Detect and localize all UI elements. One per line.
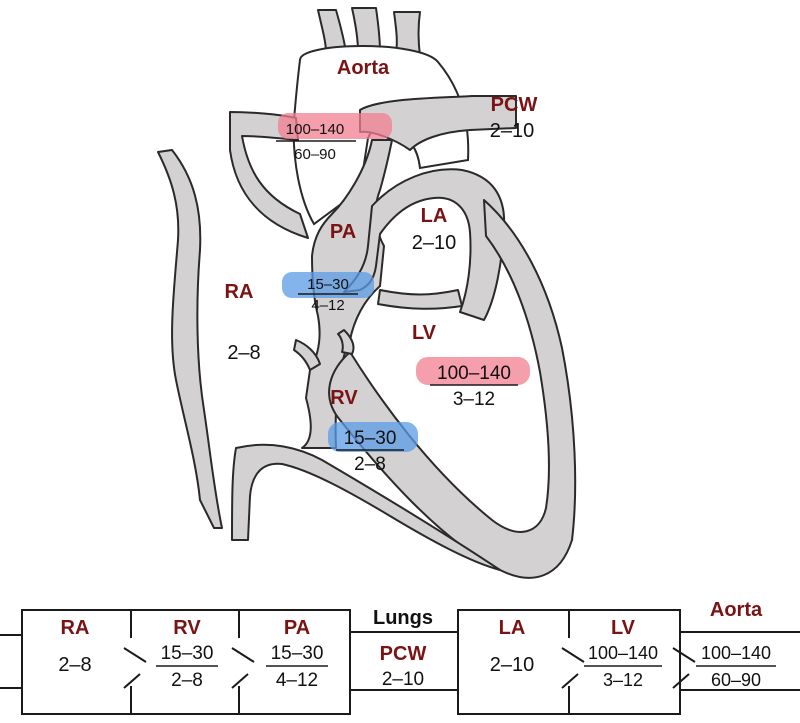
right-atrium-wall	[157, 149, 223, 529]
circuit-la-value: 2–10	[490, 654, 535, 676]
circuit-lv-systolic: 100–140	[588, 643, 658, 663]
aortic-branches	[317, 7, 421, 57]
septal-cusp	[337, 329, 355, 355]
heart-label-rv: RV	[330, 387, 358, 409]
aortic-valve-lower	[672, 673, 690, 689]
aortic-valve-upper	[672, 647, 696, 663]
mitral-valve	[377, 289, 463, 310]
circuit-label-pcw: PCW	[380, 643, 427, 665]
heart-label-aorta: Aorta	[337, 57, 390, 79]
heart-lv-systolic: 100–140	[437, 363, 511, 384]
heart-illustration: Aorta PCW PA LA RA LV RV 100–140 60–90 2…	[157, 7, 577, 579]
circuit-pa-diastolic: 4–12	[276, 670, 318, 691]
heart-rv-systolic: 15–30	[344, 428, 397, 449]
heart-la-value: 2–10	[412, 232, 457, 254]
circuit-label-pa: PA	[284, 617, 310, 639]
mitral-valve-lower	[561, 673, 579, 689]
rv-systolic-highlight	[328, 422, 418, 452]
lv-systolic-highlight	[416, 357, 530, 385]
right-heart-box	[21, 609, 351, 715]
heart-aorta-systolic: 100–140	[286, 121, 344, 138]
tricuspid-valve-lower	[123, 673, 141, 689]
heart-label-lv: LV	[412, 322, 437, 344]
heart-pa-systolic: 15–30	[307, 276, 349, 293]
circuit-ra-value: 2–8	[58, 654, 91, 676]
heart-aorta-diastolic: 60–90	[294, 146, 336, 163]
circuit-label-lv: LV	[611, 617, 636, 639]
pa-systolic-highlight	[282, 272, 374, 298]
heart-pa-diastolic: 4–12	[311, 297, 344, 314]
heart-label-la: LA	[421, 205, 448, 227]
heart-ra-value: 2–8	[227, 342, 260, 364]
heart-label-pcw: PCW	[491, 94, 538, 116]
aorta-systolic-highlight	[278, 113, 392, 139]
heart-label-pa: PA	[330, 221, 356, 243]
left-ventricle-wall	[328, 199, 577, 579]
pressure-highlights	[278, 113, 530, 452]
pulmonic-valve-lower	[231, 673, 249, 689]
circuit-lv-diastolic: 3–12	[603, 670, 643, 690]
circuit-rv-diastolic: 2–8	[171, 670, 203, 691]
circulation-schematic: RA 2–8 RV 15–30 2–8 PA 15–30 4–12 Lungs …	[0, 599, 800, 715]
circuit-aorta-systolic: 100–140	[701, 643, 771, 663]
circuit-label-rv: RV	[173, 617, 201, 639]
tricuspid-cusp	[293, 339, 321, 371]
pulmonic-valve-upper	[231, 647, 255, 663]
circuit-label-la: LA	[499, 617, 526, 639]
circuit-pcw-value: 2–10	[382, 669, 424, 690]
circuit-aorta-diastolic: 60–90	[711, 670, 761, 690]
circuit-label-ra: RA	[61, 617, 90, 639]
circuit-label-lungs: Lungs	[373, 607, 433, 629]
mitral-valve-upper	[561, 647, 585, 663]
circuit-label-aorta: Aorta	[710, 599, 763, 621]
circuit-rv-systolic: 15–30	[161, 643, 214, 664]
heart-rv-diastolic: 2–8	[354, 454, 386, 475]
heart-label-ra: RA	[225, 281, 254, 303]
heart-pcw-value: 2–10	[490, 120, 535, 142]
right-ventricle-floor	[231, 443, 501, 571]
tricuspid-valve-upper	[123, 647, 147, 663]
heart-lv-diastolic: 3–12	[453, 389, 495, 410]
circuit-pa-systolic: 15–30	[271, 643, 324, 664]
